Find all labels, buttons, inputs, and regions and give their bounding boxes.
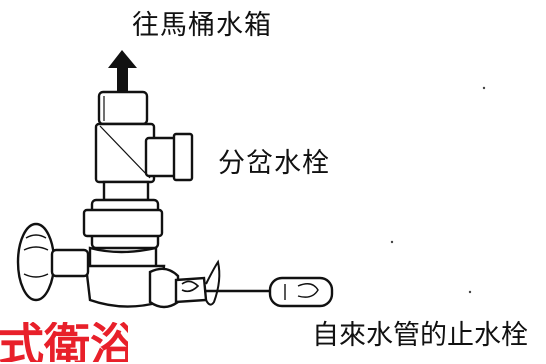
arrow-up-icon — [108, 50, 137, 92]
to-tank-label: 往馬桶水箱 — [132, 10, 272, 41]
valve-handle — [16, 222, 90, 302]
branch-valve-label: 分岔水栓 — [218, 148, 330, 179]
tank-outlet-fitting — [94, 90, 194, 184]
valve-body — [82, 180, 166, 308]
supply-stop-valve-label: 自來水管的止水栓 — [312, 320, 528, 351]
supply-stop-valve — [148, 267, 208, 309]
watermark-text: 式衛浴 — [0, 322, 128, 362]
scan-specks — [390, 86, 486, 294]
screwdriver-icon — [204, 259, 334, 308]
